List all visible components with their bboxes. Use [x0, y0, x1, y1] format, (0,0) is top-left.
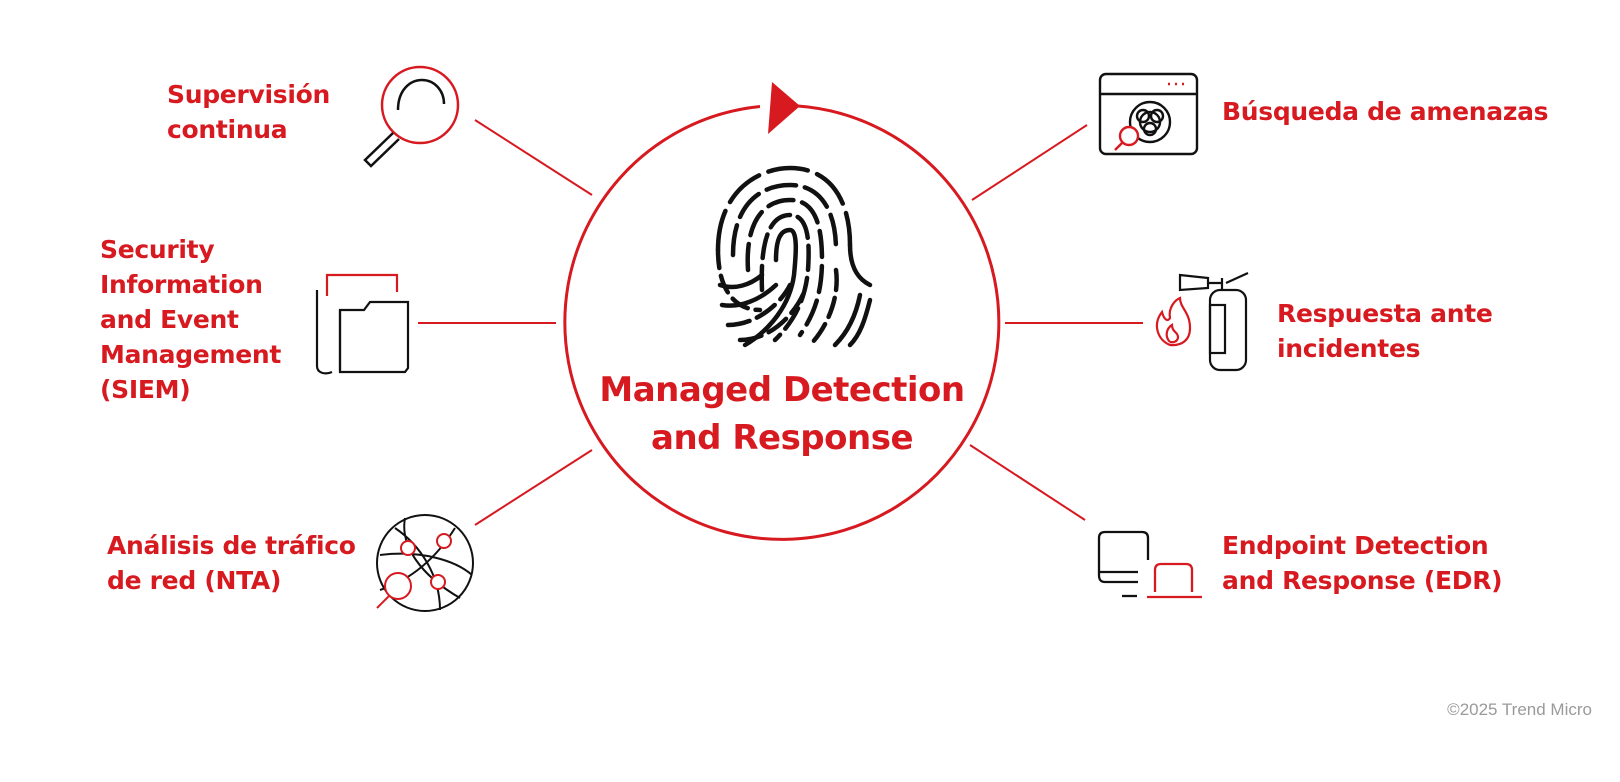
- title-line: and Response: [651, 418, 914, 458]
- label-line: Búsqueda de amenazas: [1222, 97, 1549, 126]
- cycle-arrow-icon: [768, 82, 800, 134]
- label-line: (SIEM): [100, 375, 191, 404]
- label-line: de red (NTA): [107, 566, 282, 595]
- center-title: Managed Detection and Response: [572, 366, 992, 462]
- connector-edr: [969, 444, 1086, 521]
- connector-threat-hunting: [971, 124, 1088, 201]
- folder-icon: [315, 273, 410, 375]
- label-line: and Response (EDR): [1222, 566, 1503, 595]
- label-line: Management: [100, 340, 282, 369]
- magnifier-icon: [363, 65, 460, 168]
- label-line: incidentes: [1277, 334, 1421, 363]
- fire-extinguisher-icon: [1155, 271, 1249, 372]
- title-line: Managed Detection: [599, 370, 965, 410]
- devices-icon: [1097, 530, 1202, 599]
- label-incident-response: Respuesta ante incidentes: [1277, 296, 1493, 366]
- biohazard-browser-icon: [1098, 72, 1199, 156]
- label-line: Information: [100, 270, 263, 299]
- copyright: ©2025 Trend Micro: [1447, 700, 1592, 719]
- label-line: Endpoint Detection: [1222, 531, 1489, 560]
- cycle-circle: [563, 104, 1001, 541]
- label-nta: Análisis de tráfico de red (NTA): [107, 528, 356, 598]
- label-line: continua: [167, 115, 288, 144]
- connector-supervision: [474, 119, 593, 196]
- label-line: Security: [100, 235, 215, 264]
- label-line: Supervisión: [167, 80, 330, 109]
- label-edr: Endpoint Detection and Response (EDR): [1222, 528, 1503, 598]
- label-threat-hunting: Búsqueda de amenazas: [1222, 94, 1549, 129]
- network-globe-icon: [376, 514, 474, 612]
- label-line: Análisis de tráfico: [107, 531, 356, 560]
- fingerprint-icon: [715, 165, 873, 348]
- label-line: Respuesta ante: [1277, 299, 1493, 328]
- label-line: and Event: [100, 305, 239, 334]
- connector-nta: [474, 449, 593, 526]
- label-siem: Security Information and Event Managemen…: [100, 232, 281, 407]
- label-supervision: Supervisión continua: [167, 77, 330, 147]
